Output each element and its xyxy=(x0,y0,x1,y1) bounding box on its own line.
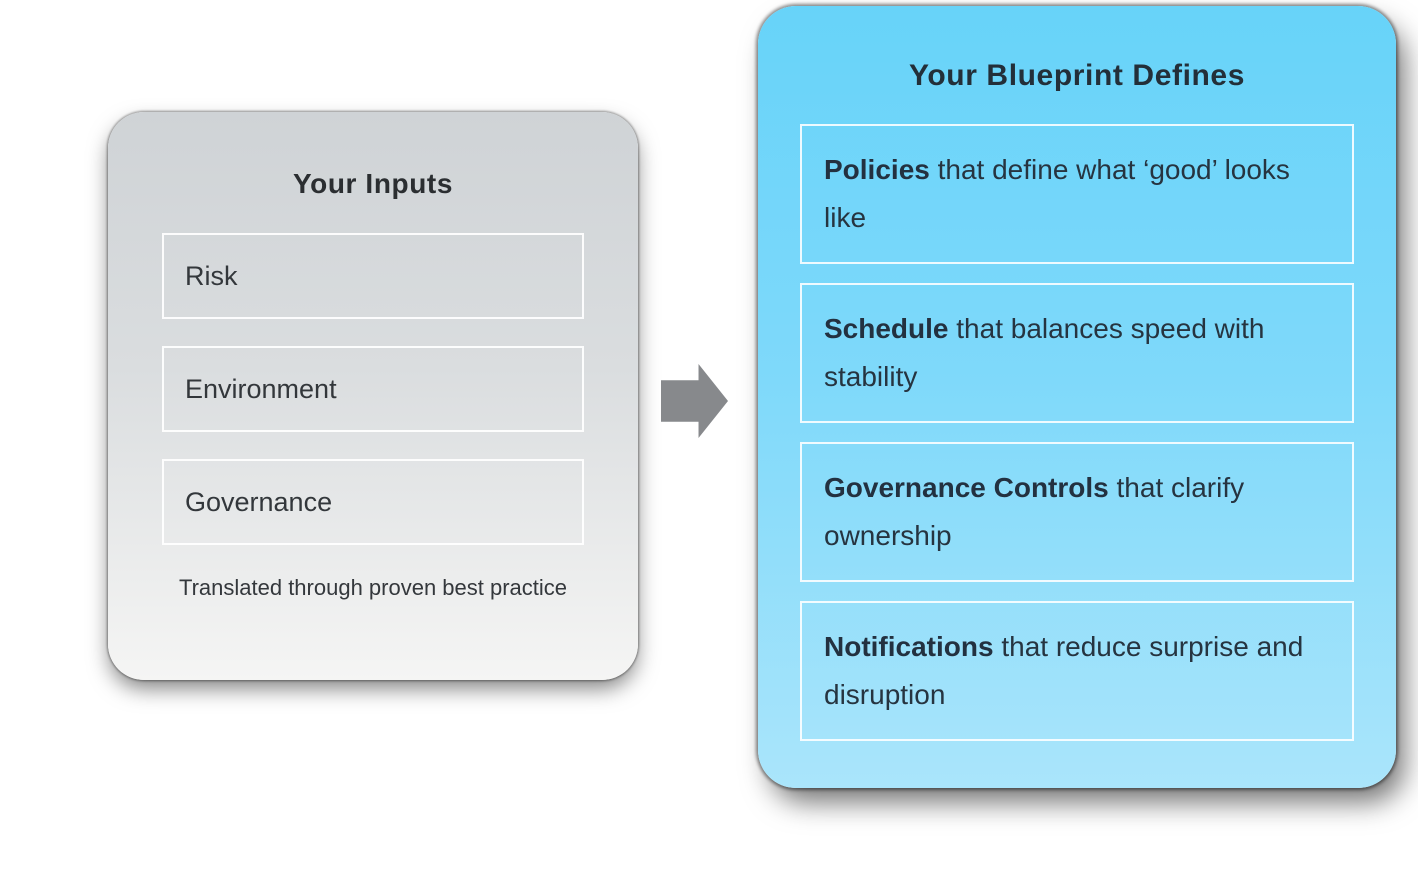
input-item-environment: Environment xyxy=(162,346,584,432)
input-item-governance: Governance xyxy=(162,459,584,545)
input-item-label: Governance xyxy=(185,486,333,517)
blueprint-item-description: that reduce surprise and disruption xyxy=(824,631,1304,710)
blueprint-item-schedule: Schedule that balances speed with stabil… xyxy=(800,283,1354,423)
blueprint-item-keyword: Notifications xyxy=(824,631,994,662)
blueprint-item-description: that define what ‘good’ looks like xyxy=(824,154,1290,233)
blueprint-item-keyword: Schedule xyxy=(824,313,949,344)
blueprint-item-text: Policies that define what ‘good’ looks l… xyxy=(824,146,1322,242)
input-item-label: Risk xyxy=(185,260,238,291)
blueprint-item-description: that balances speed with stability xyxy=(824,313,1265,392)
blueprint-item-policies: Policies that define what ‘good’ looks l… xyxy=(800,124,1354,264)
blueprint-card: Your Blueprint Defines Policies that def… xyxy=(758,6,1396,788)
blueprint-item-text: Notifications that reduce surprise and d… xyxy=(824,623,1322,719)
blueprint-item-notifications: Notifications that reduce surprise and d… xyxy=(800,601,1354,741)
inputs-caption: Translated through proven best practice xyxy=(178,575,568,600)
blueprint-item-governance-controls: Governance Controls that clarify ownersh… xyxy=(800,442,1354,582)
blueprint-item-text: Schedule that balances speed with stabil… xyxy=(824,305,1322,401)
input-item-risk: Risk xyxy=(162,233,584,319)
blueprint-item-description: that clarify ownership xyxy=(824,472,1245,551)
blueprint-card-title: Your Blueprint Defines xyxy=(908,59,1245,92)
blueprint-item-keyword: Policies xyxy=(824,154,930,185)
inputs-card: Your Inputs Risk Environment Governance … xyxy=(108,112,638,680)
right-arrow-icon xyxy=(661,364,728,438)
inputs-card-title: Your Inputs xyxy=(292,168,454,199)
blueprint-item-keyword: Governance Controls xyxy=(824,472,1109,503)
input-item-label: Environment xyxy=(185,373,337,404)
blueprint-item-text: Governance Controls that clarify ownersh… xyxy=(824,464,1322,560)
